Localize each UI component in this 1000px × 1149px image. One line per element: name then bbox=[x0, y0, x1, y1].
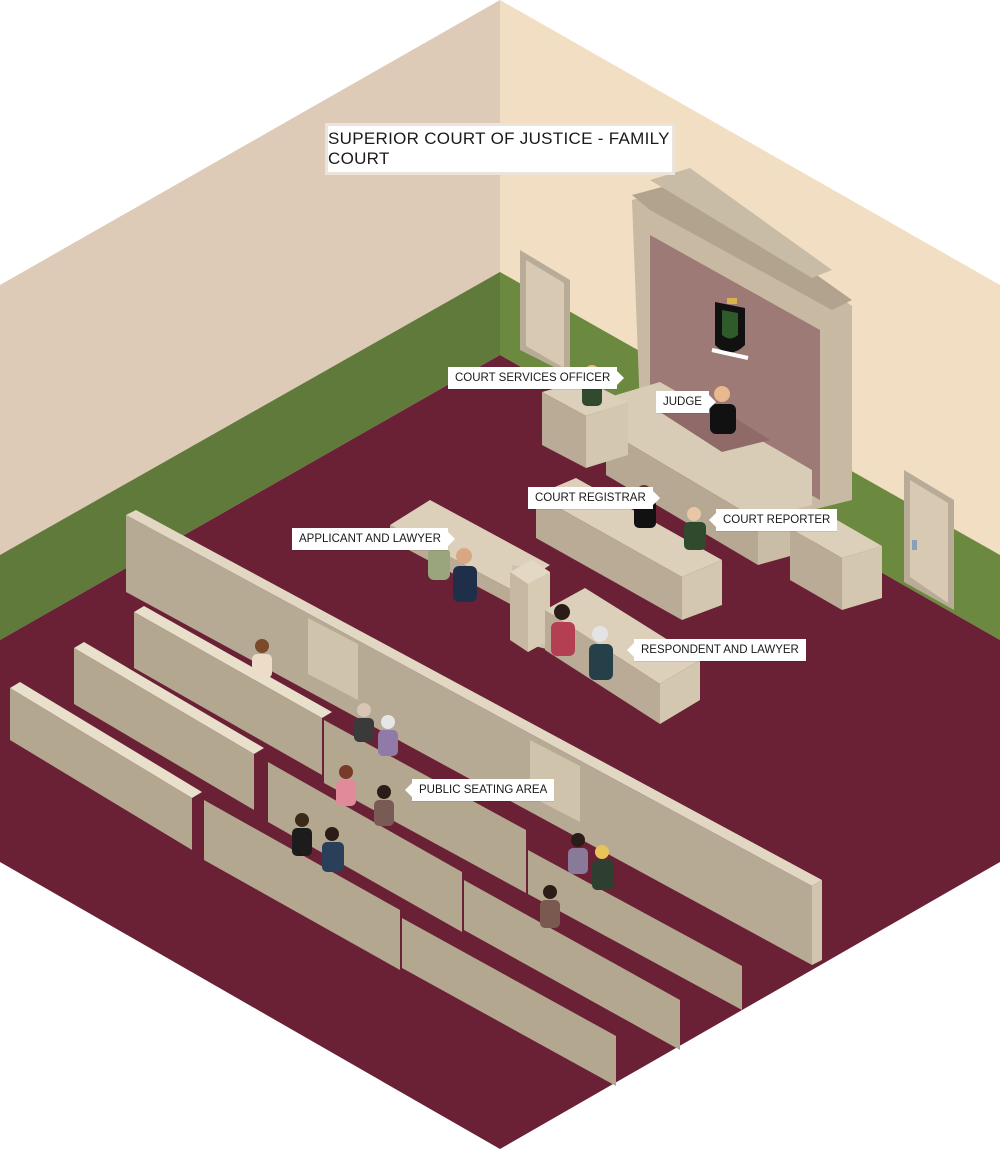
left-wainscot bbox=[0, 272, 500, 640]
label-judge: JUDGE bbox=[656, 391, 716, 413]
side-desk-right bbox=[790, 516, 882, 610]
respondent-figure bbox=[551, 604, 575, 656]
door-left-back bbox=[520, 250, 570, 375]
label-court-services-officer: COURT SERVICES OFFICER bbox=[448, 367, 625, 389]
label-court-reporter: COURT REPORTER bbox=[708, 509, 838, 531]
pew-row-2 bbox=[74, 642, 680, 1050]
pew-row-1 bbox=[134, 606, 742, 1010]
applicant-lawyer-figure bbox=[453, 548, 477, 602]
label-respondent-and-lawyer: RESPONDENT AND LAWYER bbox=[627, 639, 806, 661]
courtroom-bar bbox=[126, 510, 822, 965]
respondent-lawyer-figure bbox=[589, 626, 613, 680]
page-title: SUPERIOR COURT OF JUSTICE - FAMILY COURT bbox=[328, 126, 672, 172]
pew-row-3 bbox=[10, 682, 616, 1086]
label-court-registrar: COURT REGISTRAR bbox=[528, 487, 660, 509]
door-right bbox=[904, 470, 954, 610]
judge-figure bbox=[710, 386, 736, 434]
court-reporter-figure bbox=[684, 507, 706, 550]
lectern bbox=[510, 560, 550, 652]
public-figures bbox=[252, 639, 614, 928]
label-public-seating-area: PUBLIC SEATING AREA bbox=[404, 779, 555, 801]
label-applicant-and-lawyer: APPLICANT AND LAWYER bbox=[292, 528, 455, 550]
coat-of-arms-icon bbox=[711, 298, 749, 360]
